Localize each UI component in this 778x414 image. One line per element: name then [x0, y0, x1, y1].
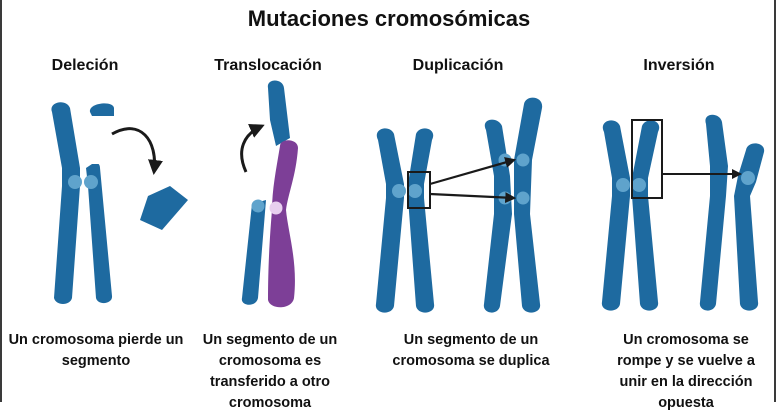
- deleted-segment: [140, 186, 188, 230]
- translocation-chromosome-purple: [268, 140, 298, 308]
- figure-frame: [0, 0, 776, 402]
- translocated-segment: [267, 80, 290, 146]
- deletion-arrow-icon: [111, 127, 163, 175]
- deletion-chromosome: [51, 102, 118, 305]
- caption-inversion: Un cromosoma se rompe y se vuelve a unir…: [617, 332, 755, 412]
- translocation-chromosome-blue: [241, 199, 266, 305]
- duplication-arrow-lower-icon: [429, 192, 517, 204]
- inversion-chromosome-original: [601, 119, 663, 311]
- caption-duplication: Un segmento de un cromosoma se duplica: [392, 332, 550, 370]
- panel-title-inversion: Inversión: [643, 57, 715, 74]
- duplication-arrow-upper-icon: [429, 157, 517, 186]
- panel-title-translocation: Translocación: [214, 57, 322, 74]
- figure-title: Mutaciones cromosómicas: [247, 6, 531, 31]
- caption-deletion: Un cromosoma pierde un segmento: [8, 332, 184, 370]
- duplication-chromosome-original: [375, 128, 435, 313]
- caption-translocation: Un segmento de un cromosoma es transferi…: [202, 332, 338, 412]
- inversion-chromosome-inverted: [699, 114, 765, 311]
- panel-title-duplication: Duplicación: [412, 57, 504, 74]
- diagram-artwork: [51, 80, 765, 313]
- duplication-chromosome-duplicated: [483, 97, 543, 313]
- translocation-arrow-icon: [240, 124, 265, 173]
- panel-title-deletion: Deleción: [51, 57, 119, 74]
